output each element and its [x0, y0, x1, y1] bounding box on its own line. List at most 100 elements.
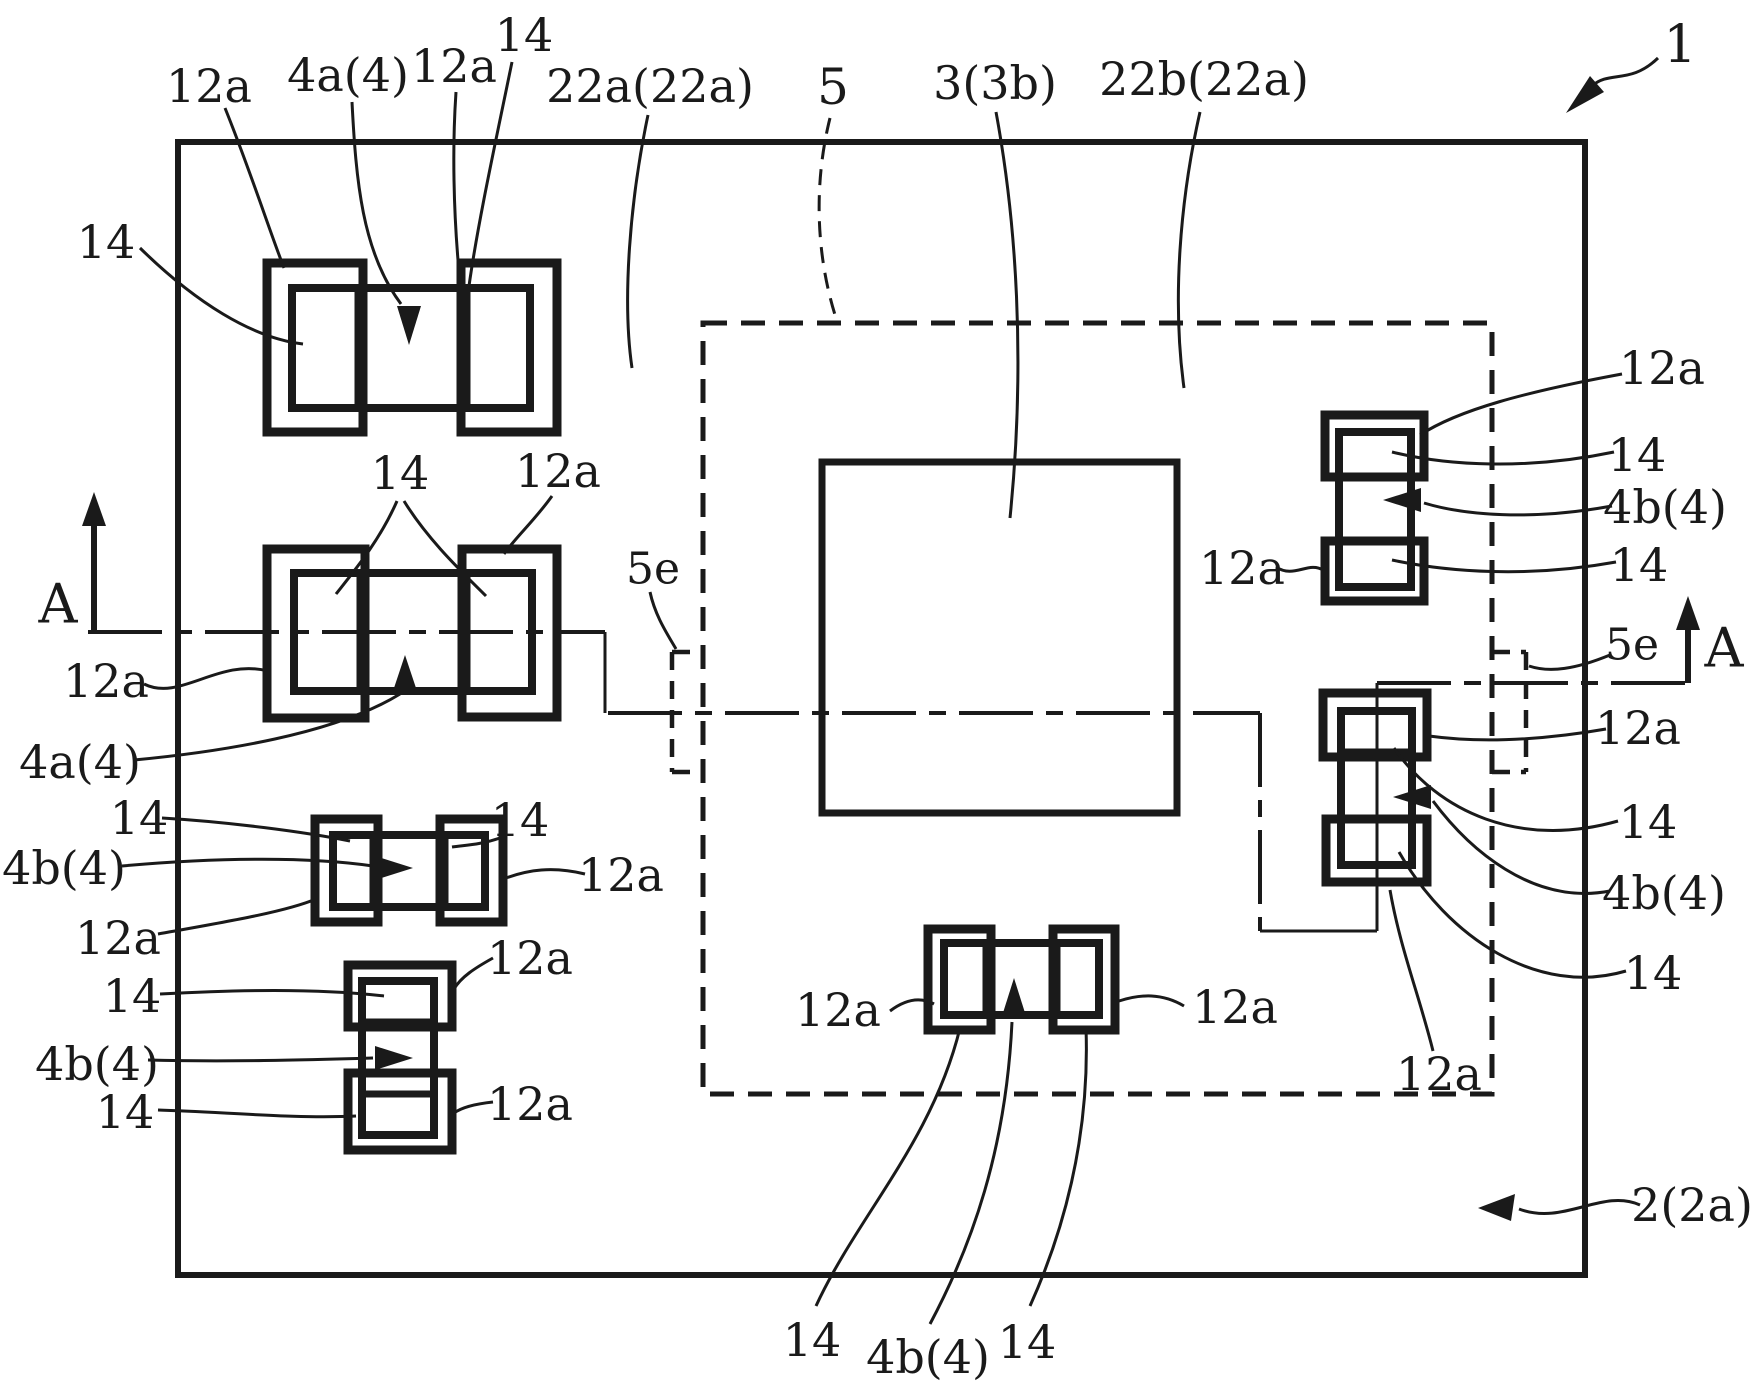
- leader-4b4-c6: [1423, 501, 1613, 517]
- ref-12a-c1-left: 12a: [166, 59, 252, 113]
- leader-4b4-c7: [1431, 800, 1611, 895]
- arrow-4b4-c5-up: [1002, 978, 1026, 1016]
- leader-14-c5-right: [1028, 1027, 1088, 1307]
- ref-5e-right: 5e: [1605, 620, 1659, 671]
- leader-22a: [626, 114, 650, 369]
- ref-4b4-c7: 4b(4): [1602, 866, 1726, 920]
- leader-2-2a: [1518, 1199, 1641, 1215]
- substrate-board-outline: [175, 139, 1588, 1278]
- section-line-a-a: AA: [38, 492, 1745, 933]
- ref-12a-c2-left: 12a: [63, 654, 149, 708]
- leader-12a-c3-left: [157, 897, 317, 936]
- leader-12a-c3-right: [505, 868, 586, 880]
- ref-4b4-c3: 4b(4): [2, 841, 126, 895]
- leader-3-3b: [994, 111, 1020, 519]
- leader-5: [817, 117, 838, 319]
- leader-arrowheads: [375, 76, 1604, 1221]
- leader-12a-c6-right: [1419, 372, 1623, 437]
- leader-12a-c5-right: [1118, 994, 1185, 1008]
- leader-14-c4-bottom: [157, 1108, 357, 1119]
- leader-lines: [121, 56, 1660, 1325]
- component-4b-right-bottom: [1318, 688, 1432, 887]
- arrow-ref-2-2a: [1478, 1194, 1515, 1221]
- ref-12a-c6-left: 12a: [1199, 541, 1285, 595]
- ref-22b: 22b(22a): [1099, 52, 1309, 106]
- leader-14-c6-bottom: [1391, 558, 1617, 574]
- ref-12a-c1-right: 12a: [411, 39, 497, 93]
- component-4a-mid-left-pad-12a-0: [262, 544, 370, 723]
- arrow-4a4-c1-down: [397, 306, 421, 345]
- section-letter-0: A: [38, 573, 79, 636]
- leader-12a-c7-pad: [1388, 889, 1435, 1052]
- leader-12a-c4-bottom: [453, 1100, 494, 1115]
- leader-12a-c4-top: [452, 956, 494, 990]
- leader-5e-right: [1528, 653, 1611, 671]
- board-rect: [175, 139, 1588, 1278]
- ref-4b4-c4: 4b(4): [35, 1037, 159, 1091]
- ref-4b4-c6: 4b(4): [1603, 480, 1727, 534]
- ref-2-2a: 2(2a): [1631, 1178, 1753, 1232]
- component-4b-right-bottom-pad-12a-0: [1318, 688, 1432, 762]
- ref-14-c7-top: 14: [1619, 795, 1678, 849]
- section-arrowhead-1: [1676, 596, 1700, 630]
- leader-14-c2-b: [402, 500, 488, 598]
- notch-5e-outlines: [669, 649, 1529, 775]
- component-4b-right-top: [1320, 410, 1429, 606]
- ref-5: 5: [817, 58, 849, 116]
- chip-components: [262, 258, 1432, 1155]
- leader-14-c3-left: [161, 816, 351, 843]
- leader-14-c7-top: [1392, 747, 1619, 832]
- section-letter-1: A: [1704, 617, 1745, 680]
- leader-12a-c6-left: [1275, 565, 1324, 573]
- chip-rect: [818, 458, 1181, 817]
- leader-4a4-c1: [350, 101, 403, 305]
- ref-14-c1-left: 14: [77, 215, 136, 269]
- component-4b-left-vertical: [343, 960, 457, 1155]
- leader-4a4-c2: [133, 692, 401, 762]
- leader-4b4-c4: [147, 1056, 374, 1063]
- leader-1: [1591, 56, 1660, 88]
- leader-14-c1-left: [138, 246, 304, 346]
- leader-12a-c2-right: [502, 495, 554, 555]
- leader-14-c7-bottom: [1397, 851, 1627, 979]
- ref-14-c4-top: 14: [103, 969, 162, 1023]
- arrow-ref-1: [1566, 76, 1604, 113]
- ref-12a-c6-right: 12a: [1619, 341, 1705, 395]
- component-4a-top-left-pad-12a-1: [456, 258, 562, 437]
- component-4b-left-vertical-pad-12a-0: [343, 960, 457, 1032]
- arrow-4b4-c6-left: [1383, 488, 1421, 512]
- leader-4b4-c5: [928, 1021, 1014, 1325]
- ref-14-c3-right: 14: [491, 793, 550, 847]
- ref-4a4-c2: 4a(4): [19, 735, 141, 789]
- leader-14-c5-left: [814, 1027, 962, 1307]
- ref-1: 1: [1663, 15, 1696, 75]
- arrow-4b4-c4-right: [375, 1046, 413, 1070]
- leader-4b4-c3: [121, 857, 374, 868]
- ref-12a-c3-right: 12a: [578, 848, 664, 902]
- arrow-4b4-c7-left: [1393, 785, 1431, 809]
- arrow-4b4-c3-right: [375, 856, 413, 880]
- section-arrowhead-0: [82, 492, 106, 526]
- ref-12a-c4-bottom: 12a: [487, 1077, 573, 1131]
- module-region-rect: [700, 320, 1495, 1097]
- leader-12a-c7-top: [1428, 727, 1607, 742]
- leader-14-c1-right: [467, 61, 514, 287]
- component-4b-left-vertical-pad-12a-1: [343, 1068, 457, 1155]
- component-4b-right-top-body: [1335, 428, 1415, 591]
- ref-12a-c7-pad: 12a: [1396, 1047, 1482, 1101]
- component-4b-right-bottom-body: [1337, 707, 1416, 869]
- ref-14-c6-bottom: 14: [1610, 538, 1669, 592]
- leader-22b: [1176, 111, 1202, 389]
- component-4b-bottom-center-pad-12a-1: [1048, 924, 1120, 1035]
- ref-4a4-c1: 4a(4): [287, 48, 409, 102]
- ref-14-c1-right: 14: [495, 8, 554, 62]
- ref-12a-c5-left: 12a: [795, 983, 881, 1037]
- leader-12a-c1-left: [223, 107, 286, 269]
- component-4b-left-small-pad-12a-1: [435, 814, 508, 927]
- ref-3-3b: 3(3b): [933, 56, 1057, 110]
- leader-14-c3-right: [451, 836, 501, 849]
- leader-14-c2-a: [334, 500, 399, 595]
- ref-22a: 22a(22a): [546, 59, 754, 113]
